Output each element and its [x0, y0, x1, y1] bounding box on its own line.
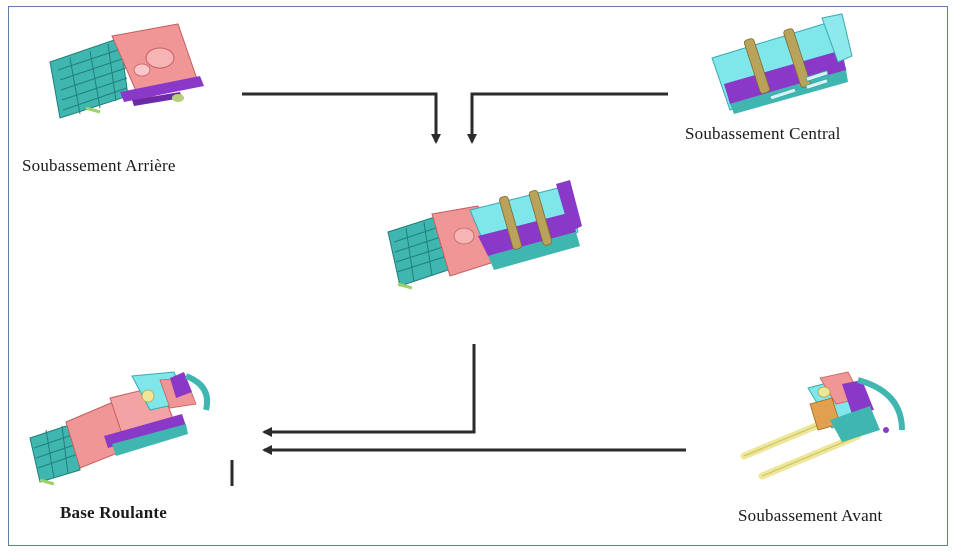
- arrow-rear-to-combined: [242, 94, 436, 142]
- central-underbody-image: [712, 14, 852, 114]
- label-soubassement-central: Soubassement Central: [685, 124, 841, 144]
- arrow-combined-to-base: [264, 344, 474, 432]
- rear-underbody-image: [50, 24, 204, 118]
- label-soubassement-avant: Soubassement Avant: [738, 506, 882, 526]
- label-base-roulante: Base Roulante: [60, 503, 167, 523]
- front-underbody-image: [744, 372, 902, 476]
- rolling-base-image: [30, 372, 207, 484]
- combined-underbody-image: [388, 180, 582, 288]
- connector-arrows: [232, 94, 686, 486]
- arrow-central-to-combined: [472, 94, 668, 142]
- label-soubassement-arriere: Soubassement Arrière: [22, 156, 176, 176]
